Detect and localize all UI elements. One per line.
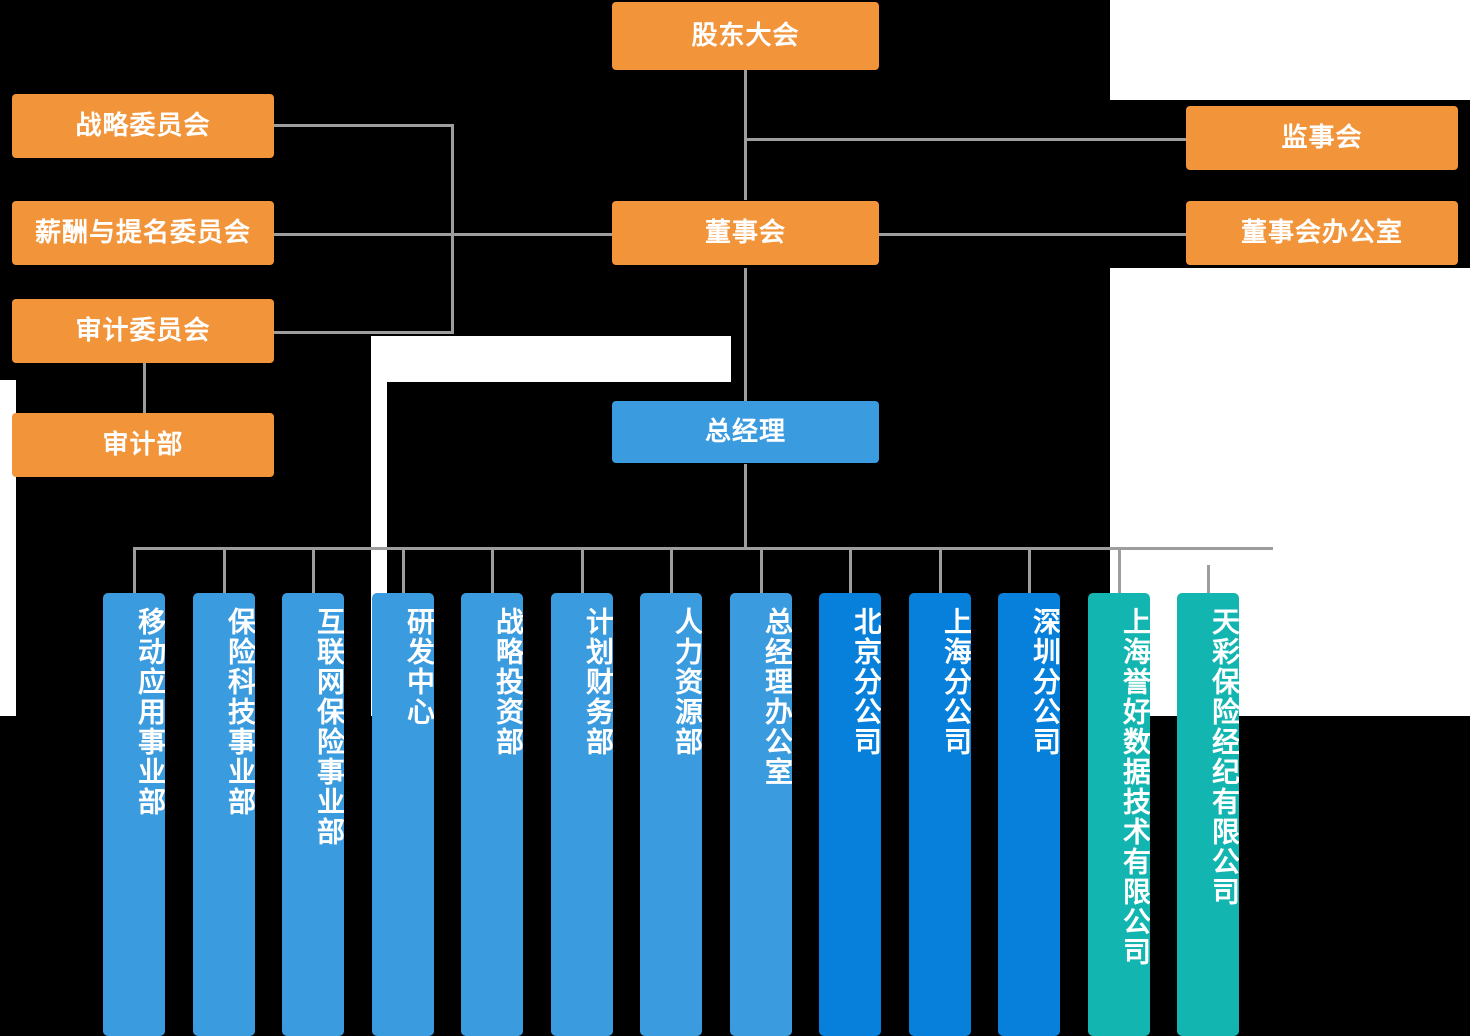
department-label: 移动应用事业部 xyxy=(135,607,165,817)
department-column-shenzhen-branch[interactable]: 深圳分公司 xyxy=(998,593,1060,1036)
department-label: 战略投资部 xyxy=(493,607,523,757)
connector-drop-human-resources-department xyxy=(670,547,673,593)
connector-drop-tiancai-insurance-brokerage-co-ltd xyxy=(1207,565,1210,593)
connector-drop-general-manager-office xyxy=(760,547,763,593)
connector-drop-shanghai-branch xyxy=(939,547,942,593)
department-label: 上海誉好数据技术有限公司 xyxy=(1120,607,1150,967)
connector-general-manager-to-bus xyxy=(744,464,747,549)
node-supervisory-board[interactable]: 监事会 xyxy=(1186,106,1458,170)
department-column-insurance-technology-division[interactable]: 保险科技事业部 xyxy=(193,593,255,1036)
node-board-of-directors[interactable]: 董事会 xyxy=(612,201,879,265)
node-board-of-directors-office[interactable]: 董事会办公室 xyxy=(1186,201,1458,265)
department-column-beijing-branch[interactable]: 北京分公司 xyxy=(819,593,881,1036)
department-label: 研发中心 xyxy=(404,607,434,727)
connector-board-to-board-office xyxy=(878,233,1187,236)
department-column-internet-insurance-division[interactable]: 互联网保险事业部 xyxy=(282,593,344,1036)
connector-drop-rnd-center xyxy=(402,547,405,593)
node-general-manager[interactable]: 总经理 xyxy=(612,401,879,463)
connector-strategy-committee xyxy=(274,124,454,127)
connector-drop-strategic-investment-department xyxy=(491,547,494,593)
connector-shareholders-to-supervisory xyxy=(744,138,1187,141)
connector-drop-mobile-application-division xyxy=(133,547,136,593)
department-column-shanghai-branch[interactable]: 上海分公司 xyxy=(909,593,971,1036)
connector-audit-committee xyxy=(274,331,454,334)
connector-committee-trunk xyxy=(451,124,454,334)
department-column-general-manager-office[interactable]: 总经理办公室 xyxy=(730,593,792,1036)
department-label: 互联网保险事业部 xyxy=(314,607,344,847)
department-label: 天彩保险经纪有限公司 xyxy=(1209,607,1239,907)
department-column-shanghai-yuhao-data-technology-co-ltd[interactable]: 上海誉好数据技术有限公司 xyxy=(1088,593,1150,1036)
connector-audit-committee-to-audit-dept xyxy=(143,363,146,417)
department-column-mobile-application-division[interactable]: 移动应用事业部 xyxy=(103,593,165,1036)
department-column-planning-finance-department[interactable]: 计划财务部 xyxy=(551,593,613,1036)
connector-drop-shenzhen-branch xyxy=(1028,547,1031,593)
department-label: 人力资源部 xyxy=(672,607,702,757)
department-label: 保险科技事业部 xyxy=(225,607,255,817)
connector-drop-beijing-branch xyxy=(849,547,852,593)
department-column-strategic-investment-department[interactable]: 战略投资部 xyxy=(461,593,523,1036)
connector-drop-planning-finance-department xyxy=(581,547,584,593)
connector-shareholders-to-board xyxy=(744,70,747,200)
department-label: 计划财务部 xyxy=(583,607,613,757)
connector-drop-insurance-technology-division xyxy=(223,547,226,593)
node-compensation-nomination-committee[interactable]: 薪酬与提名委员会 xyxy=(12,201,274,265)
node-audit-committee[interactable]: 审计委员会 xyxy=(12,299,274,363)
department-column-rnd-center[interactable]: 研发中心 xyxy=(372,593,434,1036)
department-bus-horizontal xyxy=(134,547,1273,550)
connector-compensation-committee xyxy=(274,233,614,236)
department-column-human-resources-department[interactable]: 人力资源部 xyxy=(640,593,702,1036)
background-notch-far-right xyxy=(1110,268,1470,716)
department-label: 深圳分公司 xyxy=(1030,607,1060,757)
background-notch-topright xyxy=(1110,0,1470,100)
node-shareholders-meeting[interactable]: 股东大会 xyxy=(612,2,879,70)
department-label: 北京分公司 xyxy=(851,607,881,757)
department-label: 总经理办公室 xyxy=(762,607,792,787)
department-label: 上海分公司 xyxy=(941,607,971,757)
connector-drop-shanghai-yuhao-data-technology-co-ltd xyxy=(1118,547,1121,593)
background-notch-center xyxy=(371,336,731,382)
node-audit-department[interactable]: 审计部 xyxy=(12,413,274,477)
department-column-tiancai-insurance-brokerage-co-ltd[interactable]: 天彩保险经纪有限公司 xyxy=(1177,593,1239,1036)
node-strategy-committee[interactable]: 战略委员会 xyxy=(12,94,274,158)
connector-drop-internet-insurance-division xyxy=(312,547,315,593)
connector-board-to-general-manager xyxy=(744,268,747,402)
